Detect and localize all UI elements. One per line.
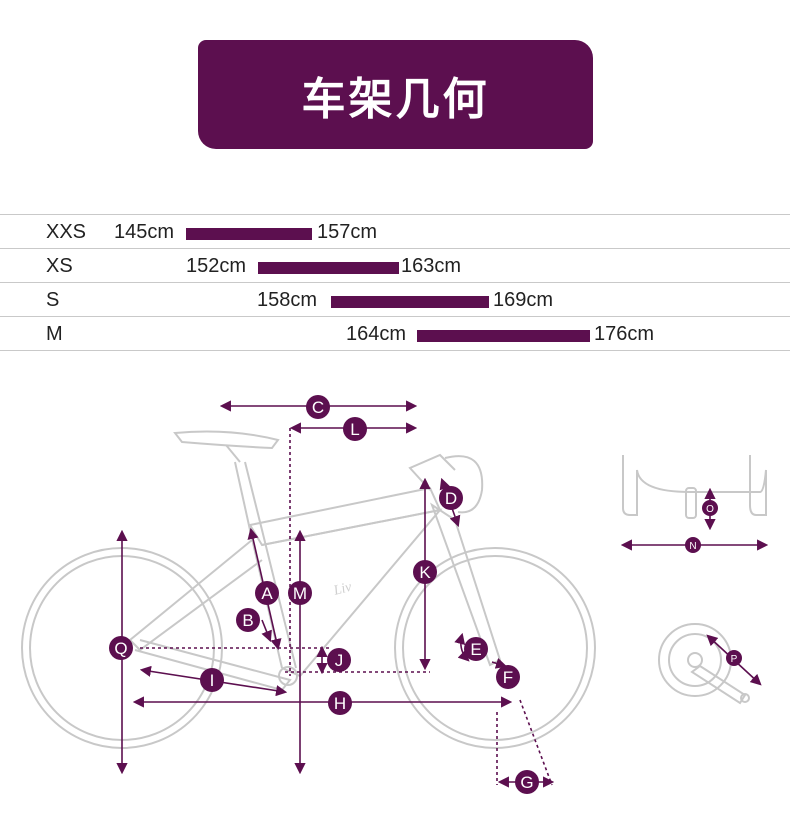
- badge-d: D: [439, 486, 463, 510]
- front-rim: [402, 555, 588, 741]
- handlebar: [444, 455, 484, 514]
- svg-text:H: H: [334, 694, 346, 713]
- handlebar-detail: [622, 455, 767, 519]
- badge-p: P: [726, 650, 742, 666]
- badge-j: J: [327, 648, 351, 672]
- size-row-xs: XS 152cm 163cm: [0, 248, 790, 282]
- svg-text:I: I: [210, 671, 215, 690]
- seat-stay: [128, 539, 263, 652]
- dimension-lines: [116, 400, 769, 788]
- label-badges: C L D K A M B Q J E F I H G N O P: [109, 395, 742, 794]
- badge-k: K: [413, 560, 437, 584]
- size-table: XXS 145cm 157cm XS 152cm 163cm S 158cm 1…: [0, 214, 790, 351]
- height-max: 163cm: [401, 255, 462, 277]
- height-max: 157cm: [317, 221, 378, 243]
- svg-text:G: G: [520, 773, 533, 792]
- svg-text:O: O: [706, 504, 714, 515]
- svg-text:P: P: [731, 654, 738, 665]
- badge-q: Q: [109, 636, 133, 660]
- title-banner: 车架几何: [198, 40, 593, 149]
- seat-post: [225, 444, 241, 463]
- badge-b: B: [236, 608, 260, 632]
- size-label: S: [46, 289, 60, 311]
- height-max: 169cm: [493, 289, 554, 311]
- dimension-e: [454, 632, 470, 662]
- svg-text:J: J: [335, 651, 344, 670]
- badge-i: I: [200, 668, 224, 692]
- dimension-f: [491, 658, 508, 669]
- size-label: M: [46, 323, 63, 345]
- front-wheel: [394, 547, 596, 749]
- saddle: [173, 430, 280, 450]
- height-min: 152cm: [186, 255, 247, 277]
- badge-n: N: [685, 537, 701, 553]
- badge-a: A: [255, 581, 279, 605]
- height-range-bar: [258, 262, 399, 274]
- svg-text:F: F: [503, 668, 513, 687]
- fork: [430, 502, 502, 667]
- size-row-s: S 158cm 169cm: [0, 282, 790, 316]
- size-label: XS: [46, 255, 73, 277]
- svg-text:N: N: [689, 541, 696, 552]
- badge-m: M: [288, 581, 312, 605]
- svg-text:B: B: [242, 611, 253, 630]
- height-max: 176cm: [594, 323, 655, 345]
- svg-text:D: D: [445, 489, 457, 508]
- size-label: XXS: [46, 221, 87, 243]
- svg-text:K: K: [419, 563, 431, 582]
- height-range-bar: [186, 228, 312, 240]
- svg-text:M: M: [293, 584, 307, 603]
- size-row-xxs: XXS 145cm 157cm: [0, 214, 790, 248]
- dimension-b: [261, 619, 272, 643]
- svg-text:C: C: [312, 398, 324, 417]
- badge-c: C: [306, 395, 330, 419]
- height-min: 164cm: [346, 323, 407, 345]
- height-range-bar: [417, 330, 590, 342]
- badge-l: L: [343, 417, 367, 441]
- height-range-bar: [331, 296, 489, 308]
- height-min: 145cm: [114, 221, 175, 243]
- badge-f: F: [496, 665, 520, 689]
- badge-e: E: [464, 637, 488, 661]
- height-min: 158cm: [257, 289, 318, 311]
- svg-text:E: E: [470, 640, 481, 659]
- svg-text:Q: Q: [114, 639, 127, 658]
- page-title: 车架几何: [301, 73, 490, 125]
- stem: [408, 453, 456, 491]
- badge-o: O: [702, 500, 718, 516]
- svg-text:L: L: [350, 420, 359, 439]
- brand-mark: Liv: [331, 580, 354, 600]
- size-row-m: M 164cm 176cm: [0, 316, 790, 351]
- badge-h: H: [328, 691, 352, 715]
- svg-text:A: A: [261, 584, 273, 603]
- badge-g: G: [515, 770, 539, 794]
